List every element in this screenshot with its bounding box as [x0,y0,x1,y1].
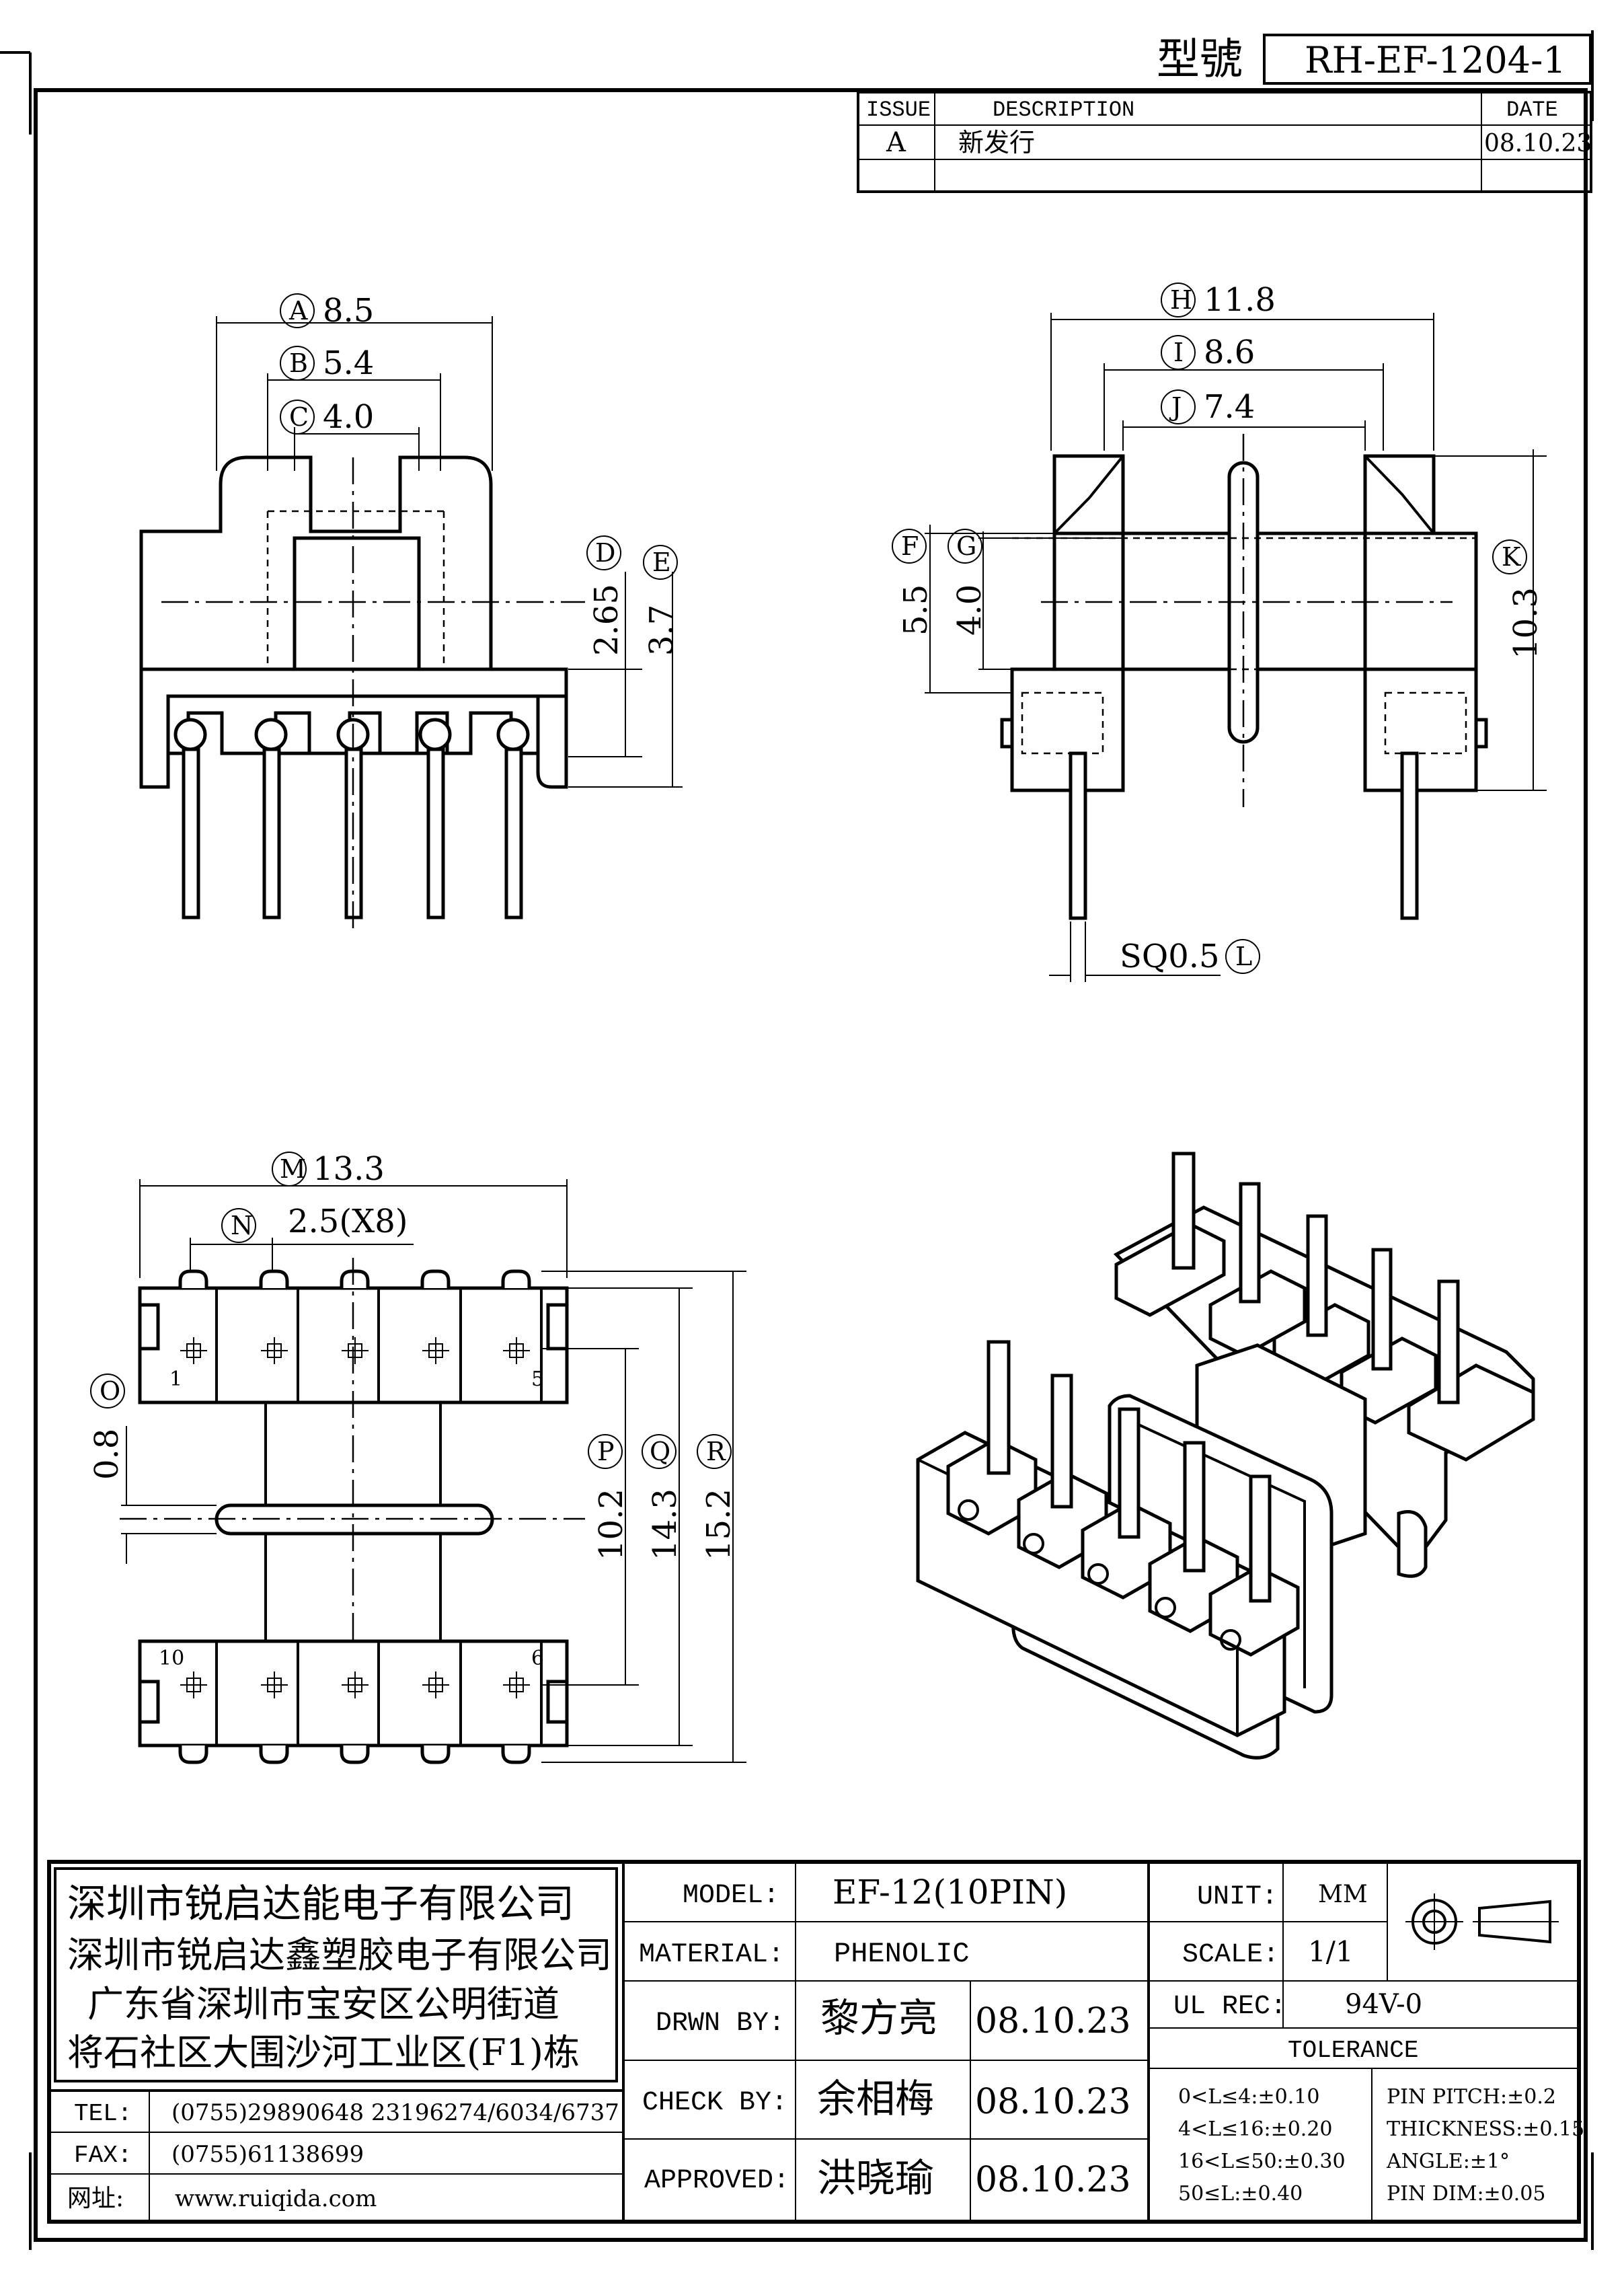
material-label: MATERIAL: [639,1940,784,1970]
model-number: RH-EF-1204-1 [1305,39,1566,81]
svg-text:F: F [901,531,919,561]
web-label: 网址: [67,2185,124,2212]
model-field-label: MODEL: [683,1881,779,1911]
front-view: A 8.5 B 5.4 C 4.0 D E 2.65 3.7 [139,292,683,928]
svg-text:G: G [956,531,976,561]
tolerance-right-1: PIN PITCH:±0.2 [1387,2085,1556,2109]
dim-R: 15.2 [700,1489,738,1561]
rev-row-issue: A [886,127,906,158]
pin-label-1: 1 [169,1367,182,1391]
pin-label-5: 5 [531,1367,544,1391]
approved-date: 08.10.23 [975,2160,1131,2200]
tolerance-left-2: 4<L≤16:±0.20 [1178,2117,1333,2141]
rev-header-issue: ISSUE [866,98,931,122]
svg-text:J: J [1169,392,1182,422]
check-name: 余相梅 [817,2076,934,2121]
projection-symbol-icon [1405,1893,1559,1950]
drawn-label: DRWN BY: [656,2008,785,2039]
svg-text:E: E [652,548,671,577]
tolerance-left-3: 16<L≤50:±0.30 [1178,2150,1346,2173]
tolerance-right-3: ANGLE:±1° [1386,2150,1510,2173]
svg-text:N: N [231,1211,253,1240]
company-line-3: 广东省深圳市宝安区公明街道 [87,1983,559,2025]
dim-P: 10.2 [592,1489,630,1561]
rev-header-description: DESCRIPTION [993,98,1134,122]
dim-A: 8.5 [323,292,374,330]
ul-value: 94V-0 [1345,1989,1422,2020]
dim-L: SQ0.5 [1120,938,1220,975]
tolerance-right-4: PIN DIM:±0.05 [1387,2182,1545,2206]
tel-label: TEL: [74,2100,132,2128]
company-line-2: 深圳市锐启达鑫塑胶电子有限公司 [67,1934,612,1976]
svg-text:M: M [280,1154,306,1184]
rev-header-date: DATE [1506,98,1558,122]
svg-text:R: R [706,1437,726,1466]
scale-value: 1/1 [1308,1935,1354,1968]
dim-E: 3.7 [643,605,681,656]
rev-row-date: 08.10.23 [1484,130,1592,157]
dim-F: 5.5 [897,585,935,636]
svg-text:I: I [1173,338,1184,367]
tolerance-left-4: 50≤L:±0.40 [1178,2182,1303,2206]
pin-label-6: 6 [531,1647,544,1670]
tolerance-left-1: 0<L≤4:±0.10 [1178,2085,1319,2109]
svg-text:P: P [597,1437,615,1466]
company-line-1: 深圳市锐启达能电子有限公司 [67,1881,574,1926]
approved-name: 洪晓瑜 [817,2155,934,2201]
title-block: 深圳市锐启达能电子有限公司 深圳市锐启达鑫塑胶电子有限公司 广东省深圳市宝安区公… [47,1860,1584,2224]
unit-value: MM [1318,1881,1368,1908]
dim-D: 2.65 [588,584,625,656]
tel-value: (0755)29890648 23196274/6034/6737 [171,2099,619,2126]
tolerance-right-2: THICKNESS:±0.15 [1387,2117,1584,2141]
unit-label: UNIT: [1197,1882,1278,1912]
dim-J: 7.4 [1204,388,1255,426]
rev-row-description: 新发行 [958,128,1035,157]
corner-marks [0,30,1594,2250]
dim-B: 5.4 [323,344,374,382]
dim-O: 0.8 [88,1429,126,1480]
dim-H: 11.8 [1204,281,1276,319]
ul-label: UL REC: [1173,1992,1286,2022]
svg-text:L: L [1235,942,1252,971]
dim-K: 10.3 [1507,587,1545,659]
bottom-view: 1 5 10 6 M 13.3 N [88,1150,746,1764]
dim-C: 4.0 [323,398,374,436]
svg-text:C: C [289,402,309,432]
pin-label-10: 10 [159,1647,184,1670]
side-view: H 11.8 I 8.6 J 7.4 F G 5.5 4.0 K 10.3 SQ… [892,281,1547,982]
fax-label: FAX: [74,2142,132,2169]
material-value: PHENOLIC [834,1938,970,1970]
svg-text:Q: Q [650,1437,670,1466]
svg-text:B: B [289,348,308,378]
fax-value: (0755)61138699 [171,2141,364,2168]
isometric-view [916,1152,1535,1760]
model-label: 型號 [1157,35,1243,85]
header-model: 型號 RH-EF-1204-1 [1157,34,1592,85]
check-label: CHECK BY: [642,2088,787,2118]
scale-label: SCALE: [1182,1940,1279,1970]
drawing-border [34,88,1588,2242]
dim-N: 2.5(X8) [288,1203,408,1240]
drawn-name: 黎方亮 [820,1995,937,2041]
dim-M: 13.3 [313,1150,385,1188]
company-line-4: 将石社区大围沙河工业区(F1)栋 [67,2031,580,2074]
svg-text:A: A [288,296,308,326]
check-date: 08.10.23 [975,2082,1131,2122]
web-value: www.ruiqida.com [175,2185,377,2212]
drawn-date: 08.10.23 [975,2001,1131,2041]
tolerance-label: TOLERANCE [1288,2037,1418,2064]
model-field-value: EF-12(10PIN) [833,1873,1067,1912]
revision-table: ISSUE DESCRIPTION DATE A 新发行 08.10.23 [857,91,1592,193]
svg-text:K: K [1502,542,1521,572]
dim-G: 4.0 [951,585,989,636]
approved-label: APPROVED: [644,2166,789,2196]
svg-text:D: D [595,538,615,568]
svg-text:H: H [1170,285,1192,315]
dim-Q: 14.3 [646,1489,684,1561]
svg-text:O: O [100,1376,120,1406]
dim-I: 8.6 [1204,334,1255,371]
